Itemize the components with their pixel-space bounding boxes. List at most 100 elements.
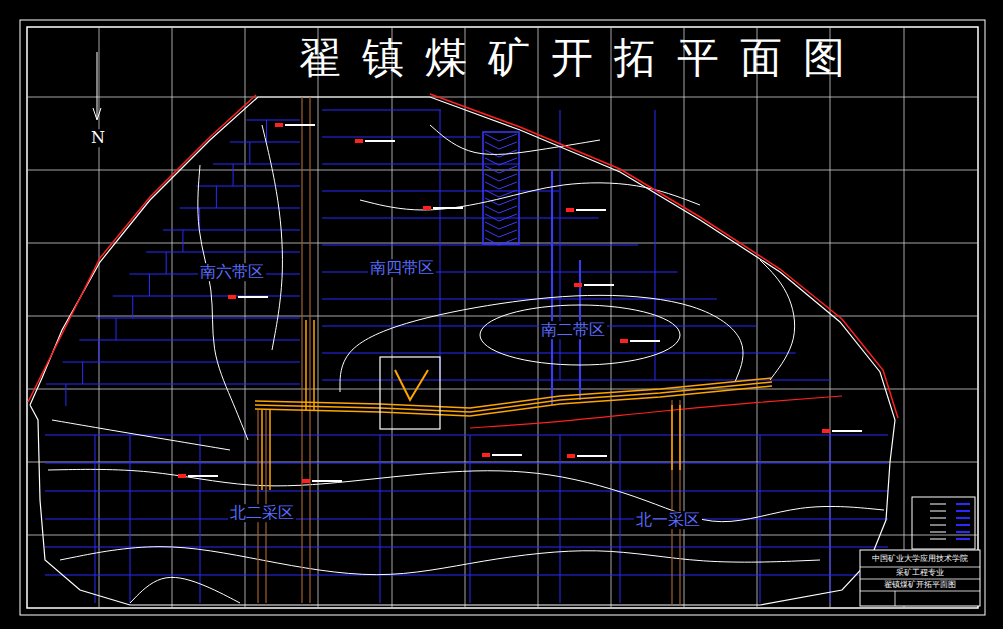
panel-line — [380, 435, 381, 603]
grid-line — [27, 462, 978, 463]
roadway — [305, 320, 307, 410]
panel-line — [760, 435, 761, 603]
panel-line — [230, 142, 300, 143]
roadway — [269, 410, 271, 490]
borehole-mark — [574, 283, 582, 287]
borehole-tag — [238, 296, 268, 298]
contour-line — [262, 125, 282, 350]
contour-line — [340, 295, 743, 392]
panel-line — [200, 435, 201, 603]
legend-row — [930, 525, 946, 526]
panel-line — [79, 340, 300, 341]
hatch — [485, 134, 517, 141]
shaft-yard — [380, 357, 440, 429]
grid-line — [538, 27, 539, 608]
borehole-mark — [567, 454, 575, 458]
panel-line — [322, 245, 638, 246]
borehole-mark — [566, 208, 574, 212]
borehole-mark — [482, 453, 490, 457]
title-block-rule — [860, 591, 980, 592]
title-block-rule — [860, 579, 980, 580]
panel-line — [213, 164, 300, 165]
title-block-rule — [895, 591, 896, 606]
borehole-mark — [302, 479, 310, 483]
grid-line — [27, 535, 978, 536]
legend-row — [956, 538, 970, 540]
borehole-tag — [584, 284, 614, 286]
legend-row — [956, 517, 970, 519]
panel-line — [146, 252, 300, 253]
inner-frame — [27, 27, 978, 608]
grid-line — [465, 27, 466, 608]
panel-line — [560, 435, 561, 603]
panel-line — [470, 435, 471, 603]
roadway — [313, 320, 315, 410]
panel-line — [322, 137, 480, 138]
panel-line — [149, 274, 150, 296]
panel-line — [45, 519, 888, 520]
panel-line — [560, 110, 561, 380]
district-label: 北二采区 — [228, 504, 296, 522]
contour-line — [48, 469, 884, 521]
contour-line — [198, 165, 248, 440]
main-roadway — [255, 382, 772, 412]
borehole-tag — [188, 475, 218, 477]
grid-line — [27, 97, 978, 98]
shaft-line — [301, 97, 302, 603]
contour-line — [60, 547, 820, 575]
panel-line — [322, 353, 796, 354]
grid-line — [27, 170, 978, 171]
roadway — [261, 410, 263, 490]
outer-frame — [20, 20, 985, 615]
shaft-line — [671, 400, 672, 605]
grid-line — [318, 27, 319, 608]
panel-line — [322, 164, 520, 165]
panel-line — [196, 186, 300, 187]
panel-line — [113, 296, 300, 297]
borehole-tag — [577, 455, 607, 457]
shaft-line — [309, 97, 310, 603]
hatch-zone — [483, 132, 519, 244]
panel-line — [322, 191, 559, 192]
legend-row — [956, 503, 970, 505]
grid-line — [757, 27, 758, 608]
boundary-fault — [28, 95, 256, 402]
panel-line — [45, 435, 888, 436]
panel-line — [95, 435, 96, 603]
north-arrow — [97, 52, 98, 118]
borehole-mark — [178, 474, 186, 478]
roadway — [679, 405, 681, 470]
contour-line — [480, 305, 680, 365]
legend-row — [930, 539, 946, 540]
panel-line — [163, 230, 300, 231]
panel-line — [82, 362, 83, 384]
shaft-line — [679, 400, 680, 605]
panel-line — [63, 362, 300, 363]
borehole-tag — [576, 209, 606, 211]
contour-line — [130, 577, 240, 603]
title-block-cell: 翟镇煤矿开拓平面图 — [882, 581, 958, 590]
contour-line — [52, 420, 230, 450]
borehole-tag — [285, 124, 315, 126]
borehole-tag — [492, 454, 522, 456]
grid-line — [830, 27, 831, 608]
panel-line — [322, 110, 441, 111]
borehole-tag — [433, 207, 463, 209]
panel-line — [249, 142, 250, 164]
panel-line — [45, 491, 888, 492]
map-title: 翟镇煤矿开拓平面图 — [278, 30, 866, 86]
grid-line — [904, 27, 905, 608]
hatch — [485, 214, 517, 221]
main-roadway — [255, 386, 772, 416]
roadway — [551, 170, 553, 405]
mine-boundary — [30, 97, 895, 605]
district-label: 南二带区 — [539, 321, 607, 339]
legend-row — [930, 504, 946, 505]
contour-line — [760, 260, 795, 380]
borehole-mark — [822, 429, 830, 433]
title-block-cell: 采矿工程专业 — [894, 569, 946, 578]
borehole-mark — [275, 123, 283, 127]
shaft-yard — [395, 370, 428, 400]
panel-line — [233, 164, 234, 186]
